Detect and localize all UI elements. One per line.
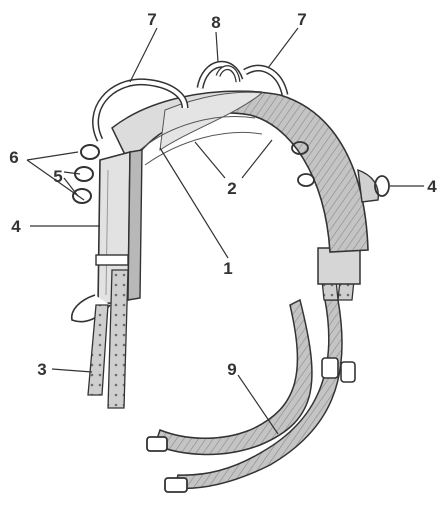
label-3: 3 [37,360,46,379]
label-1: 1 [223,259,232,278]
label-7-left: 7 [147,10,156,29]
label-2: 2 [227,179,236,198]
label-7-right: 7 [297,10,306,29]
label-6: 6 [9,148,18,167]
label-5: 5 [53,167,62,186]
left-flap-4 [72,150,142,322]
label-8: 8 [211,13,220,32]
label-4-right: 4 [427,177,437,196]
label-9: 9 [227,360,236,379]
saddle-pad-1 [112,91,368,252]
belly-band-9 [147,300,355,492]
right-straps [318,248,360,300]
label-4-left: 4 [11,217,21,236]
